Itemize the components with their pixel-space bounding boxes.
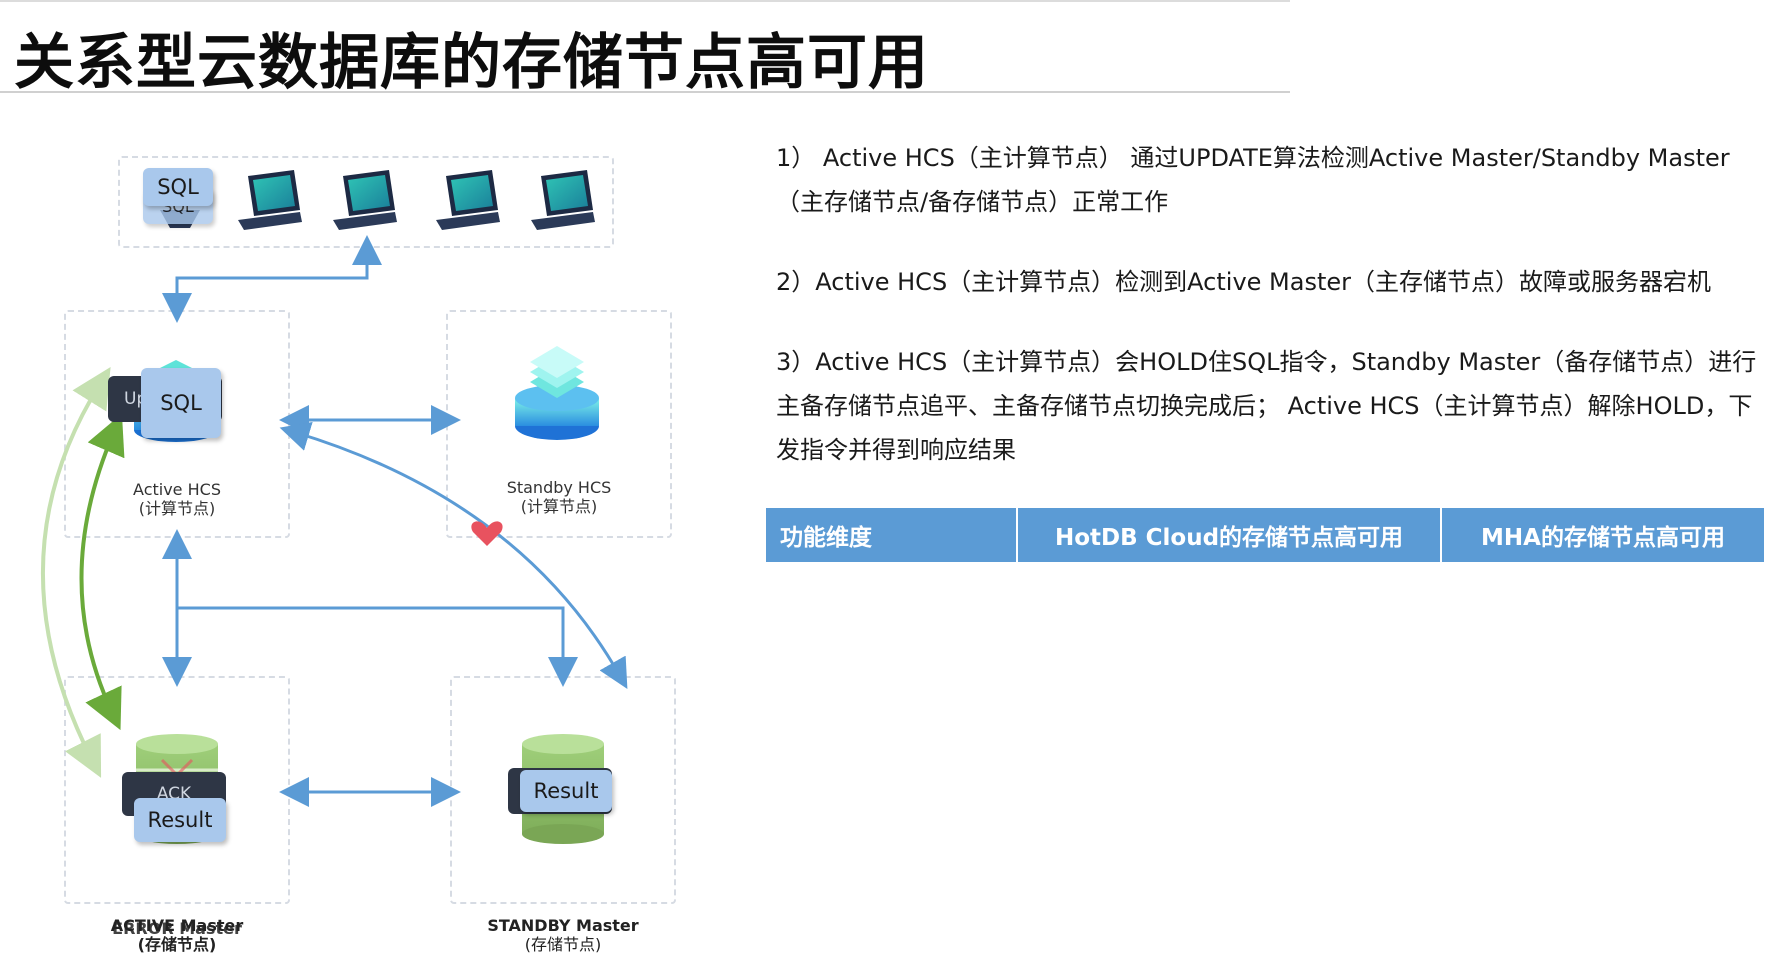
active-master-label: ACTIVE Master ERROR Master (存储节点) [110, 916, 244, 954]
page-title: 关系型云数据库的存储节点高可用 [14, 28, 929, 98]
sql-chip-top: SQL [143, 168, 213, 206]
laptop-icon [531, 170, 595, 230]
laptop-icon [238, 170, 302, 230]
sql-chip-hcs: SQL [141, 368, 221, 438]
standby-hcs-label: Standby HCS (计算节点) [506, 478, 612, 516]
step-3: 3）Active HCS（主计算节点）会HOLD住SQL指令，Standby M… [776, 348, 1757, 464]
result-chip-active: Result [134, 798, 226, 842]
laptop-icon [333, 170, 397, 230]
top-divider [0, 0, 1290, 2]
arrow-hcs-standby-master [279, 421, 628, 690]
laptop-icon [436, 170, 500, 230]
table-header-dimension: 功能维度 [766, 508, 1018, 562]
standby-master-label: STANDBY Master (存储节点) [487, 916, 639, 954]
steps-list: 1） Active HCS（主计算节点） 通过UPDATE算法检测Active … [776, 136, 1770, 508]
active-hcs-label: Active HCS (计算节点) [133, 480, 221, 518]
heartbeat-icon [471, 521, 503, 546]
title-underline [0, 91, 1290, 93]
table-header-hotdb: HotDB Cloud的存储节点高可用 [1018, 508, 1442, 562]
arrow-clients-hcs [162, 235, 382, 323]
server-icon [515, 346, 599, 440]
arrow-green [79, 413, 125, 731]
table-header-mha: MHA的存储节点高可用 [1481, 525, 1725, 551]
arrow-green-light [40, 367, 111, 778]
step-2: 2）Active HCS（主计算节点）检测到Active Master（主存储节… [776, 268, 1712, 296]
comparison-table-header: 功能维度 HotDB Cloud的存储节点高可用 MHA的存储节点高可用 [766, 508, 1764, 562]
result-chip-standby: Result [520, 770, 612, 812]
arrow-hcs-standby-master-direct [177, 606, 578, 687]
step-1: 1） Active HCS（主计算节点） 通过UPDATE算法检测Active … [776, 144, 1730, 216]
